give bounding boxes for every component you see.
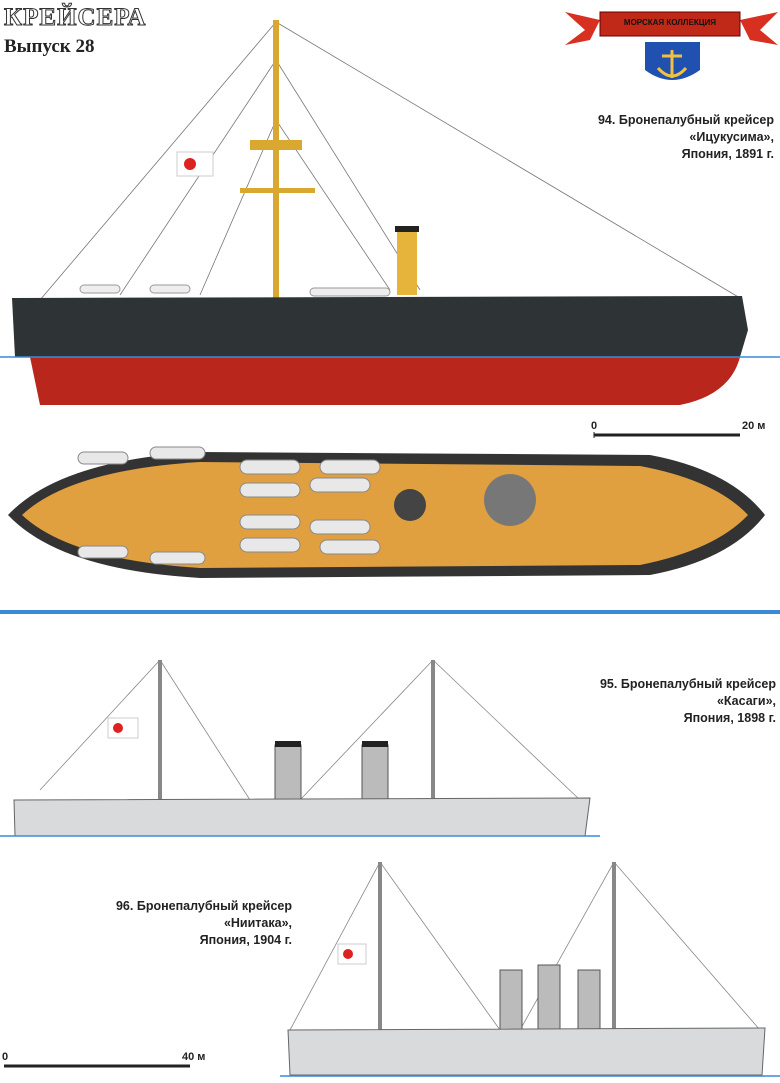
caption-ship-95: 95. Бронепалубный крейсер «Касаги», Япон… <box>596 676 776 727</box>
naval-collection-logo <box>565 11 778 80</box>
caption-line: «Ицукусима», <box>689 130 774 144</box>
ship-94-side-view <box>0 20 780 405</box>
caption-line: 96. Бронепалубный крейсер <box>115 899 292 913</box>
series-title: КРЕЙСЕРА <box>3 4 147 32</box>
caption-line: Япония, 1891 г. <box>681 147 774 161</box>
scale-end-label: 40 м <box>182 1051 206 1063</box>
scale-start-label: 0 <box>2 1051 9 1063</box>
issue-number: Выпуск 28 <box>4 36 95 57</box>
anchor-icon <box>656 50 688 78</box>
scale-end-label: 20 м <box>742 420 766 432</box>
scale-bar-20m <box>593 432 740 438</box>
caption-line: «Ниитака», <box>223 916 292 930</box>
caption-ship-94: 94. Бронепалубный крейсер «Ицукусима», Я… <box>598 112 774 163</box>
ship-94-top-view <box>8 446 765 578</box>
logo-text: МОРСКАЯ КОЛЛЕКЦИЯ <box>623 18 717 27</box>
caption-line: Япония, 1904 г. <box>199 933 292 947</box>
ship-95-side-view <box>0 659 600 837</box>
caption-line: Япония, 1898 г. <box>683 711 776 725</box>
scale-start-label: 0 <box>591 420 598 432</box>
japan-naval-flag-icon <box>337 943 367 965</box>
japan-naval-flag-icon <box>176 151 214 177</box>
caption-line: 94. Бронепалубный крейсер <box>597 113 774 127</box>
caption-ship-96: 96. Бронепалубный крейсер «Ниитака», Япо… <box>96 898 292 949</box>
caption-line: «Касаги», <box>716 694 776 708</box>
ship-96-side-view <box>280 861 780 1077</box>
japan-naval-flag-icon <box>107 717 139 739</box>
caption-line: 95. Бронепалубный крейсер <box>599 677 776 691</box>
